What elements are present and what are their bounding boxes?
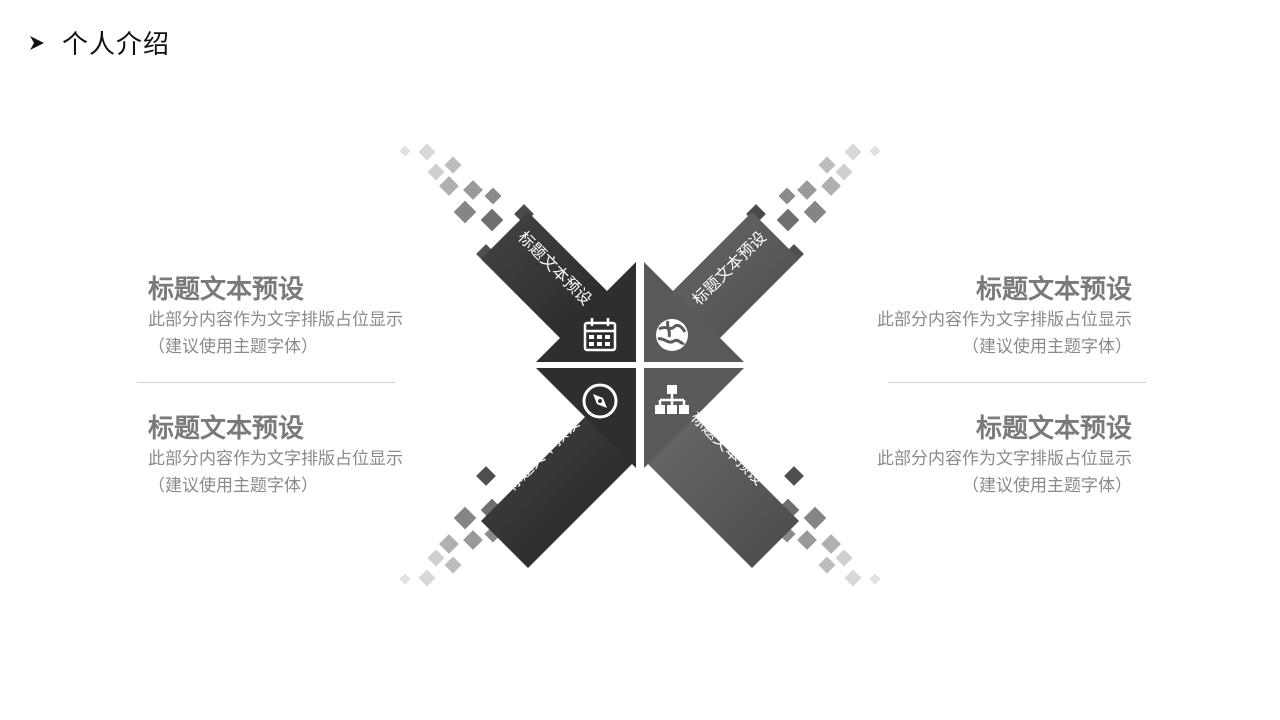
decorative-square — [803, 506, 827, 530]
compass-icon — [582, 383, 618, 419]
decorative-square — [818, 556, 836, 574]
divider-right — [888, 382, 1146, 383]
decorative-square — [476, 466, 496, 486]
decorative-square — [803, 200, 827, 224]
decorative-square — [453, 506, 477, 530]
decorative-square — [869, 573, 881, 585]
block-body-line: 此部分内容作为文字排版占位显示 — [148, 310, 403, 330]
decorative-square — [480, 208, 504, 232]
decorative-square — [797, 180, 817, 200]
decorative-square — [439, 176, 459, 196]
decorative-square — [427, 549, 445, 567]
arrow-bottom-right: 标题文本预设 — [644, 368, 799, 568]
text-block-bottom-left: 标题文本预设 此部分内容作为文字排版占位显示 （建议使用主题字体） — [148, 413, 448, 499]
decorative-square — [784, 466, 804, 486]
block-body-line: （建议使用主题字体） — [148, 476, 318, 496]
arrow-top-right: 标题文本预设 — [644, 212, 799, 367]
decorative-square — [484, 187, 502, 205]
decorative-square — [399, 573, 411, 585]
decorative-square — [821, 534, 841, 554]
decorative-square — [797, 530, 817, 550]
arrow-top-left: 标题文本预设 — [481, 212, 636, 367]
block-body-line: 此部分内容作为文字排版占位显示 — [148, 449, 403, 469]
decorative-square — [418, 569, 436, 587]
text-block-bottom-right: 标题文本预设 此部分内容作为文字排版占位显示 （建议使用主题字体） — [832, 413, 1132, 499]
decorative-square — [463, 180, 483, 200]
slide-title: 个人介绍 — [62, 30, 171, 60]
decorative-square — [427, 163, 445, 181]
decorative-square — [835, 163, 853, 181]
org-chart-icon — [655, 385, 689, 414]
decorative-square — [439, 534, 459, 554]
decorative-square — [463, 530, 483, 550]
block-body-line: 此部分内容作为文字排版占位显示 — [877, 310, 1132, 330]
decorative-square — [835, 549, 853, 567]
text-block-top-left: 标题文本预设 此部分内容作为文字排版占位显示 （建议使用主题字体） — [148, 274, 448, 360]
block-body-line: 此部分内容作为文字排版占位显示 — [877, 449, 1132, 469]
decorative-square — [869, 145, 881, 157]
block-body-line: （建议使用主题字体） — [962, 476, 1132, 496]
decorative-square — [418, 143, 436, 161]
decorative-square — [844, 569, 862, 587]
arrow-bottom-left: 标题文本预设 — [481, 368, 636, 568]
globe-icon — [656, 319, 688, 351]
decorative-square — [453, 200, 477, 224]
decorative-square — [776, 208, 800, 232]
slide-header: 个人介绍 — [28, 24, 170, 61]
decorative-square — [818, 156, 836, 174]
decorative-square — [399, 145, 411, 157]
divider-left — [137, 382, 395, 383]
decorative-square — [444, 156, 462, 174]
decorative-square — [844, 143, 862, 161]
text-block-top-right: 标题文本预设 此部分内容作为文字排版占位显示 （建议使用主题字体） — [832, 274, 1132, 360]
block-heading: 标题文本预设 — [975, 275, 1132, 305]
block-body-line: （建议使用主题字体） — [962, 337, 1132, 357]
calendar-icon — [583, 318, 617, 352]
block-heading: 标题文本预设 — [148, 275, 305, 305]
arrowhead-right-icon — [30, 35, 44, 50]
block-heading: 标题文本预设 — [148, 414, 305, 444]
block-heading: 标题文本预设 — [975, 414, 1132, 444]
block-body-line: （建议使用主题字体） — [148, 337, 318, 357]
decorative-square — [821, 176, 841, 196]
decorative-square — [444, 556, 462, 574]
decorative-square — [778, 187, 796, 205]
